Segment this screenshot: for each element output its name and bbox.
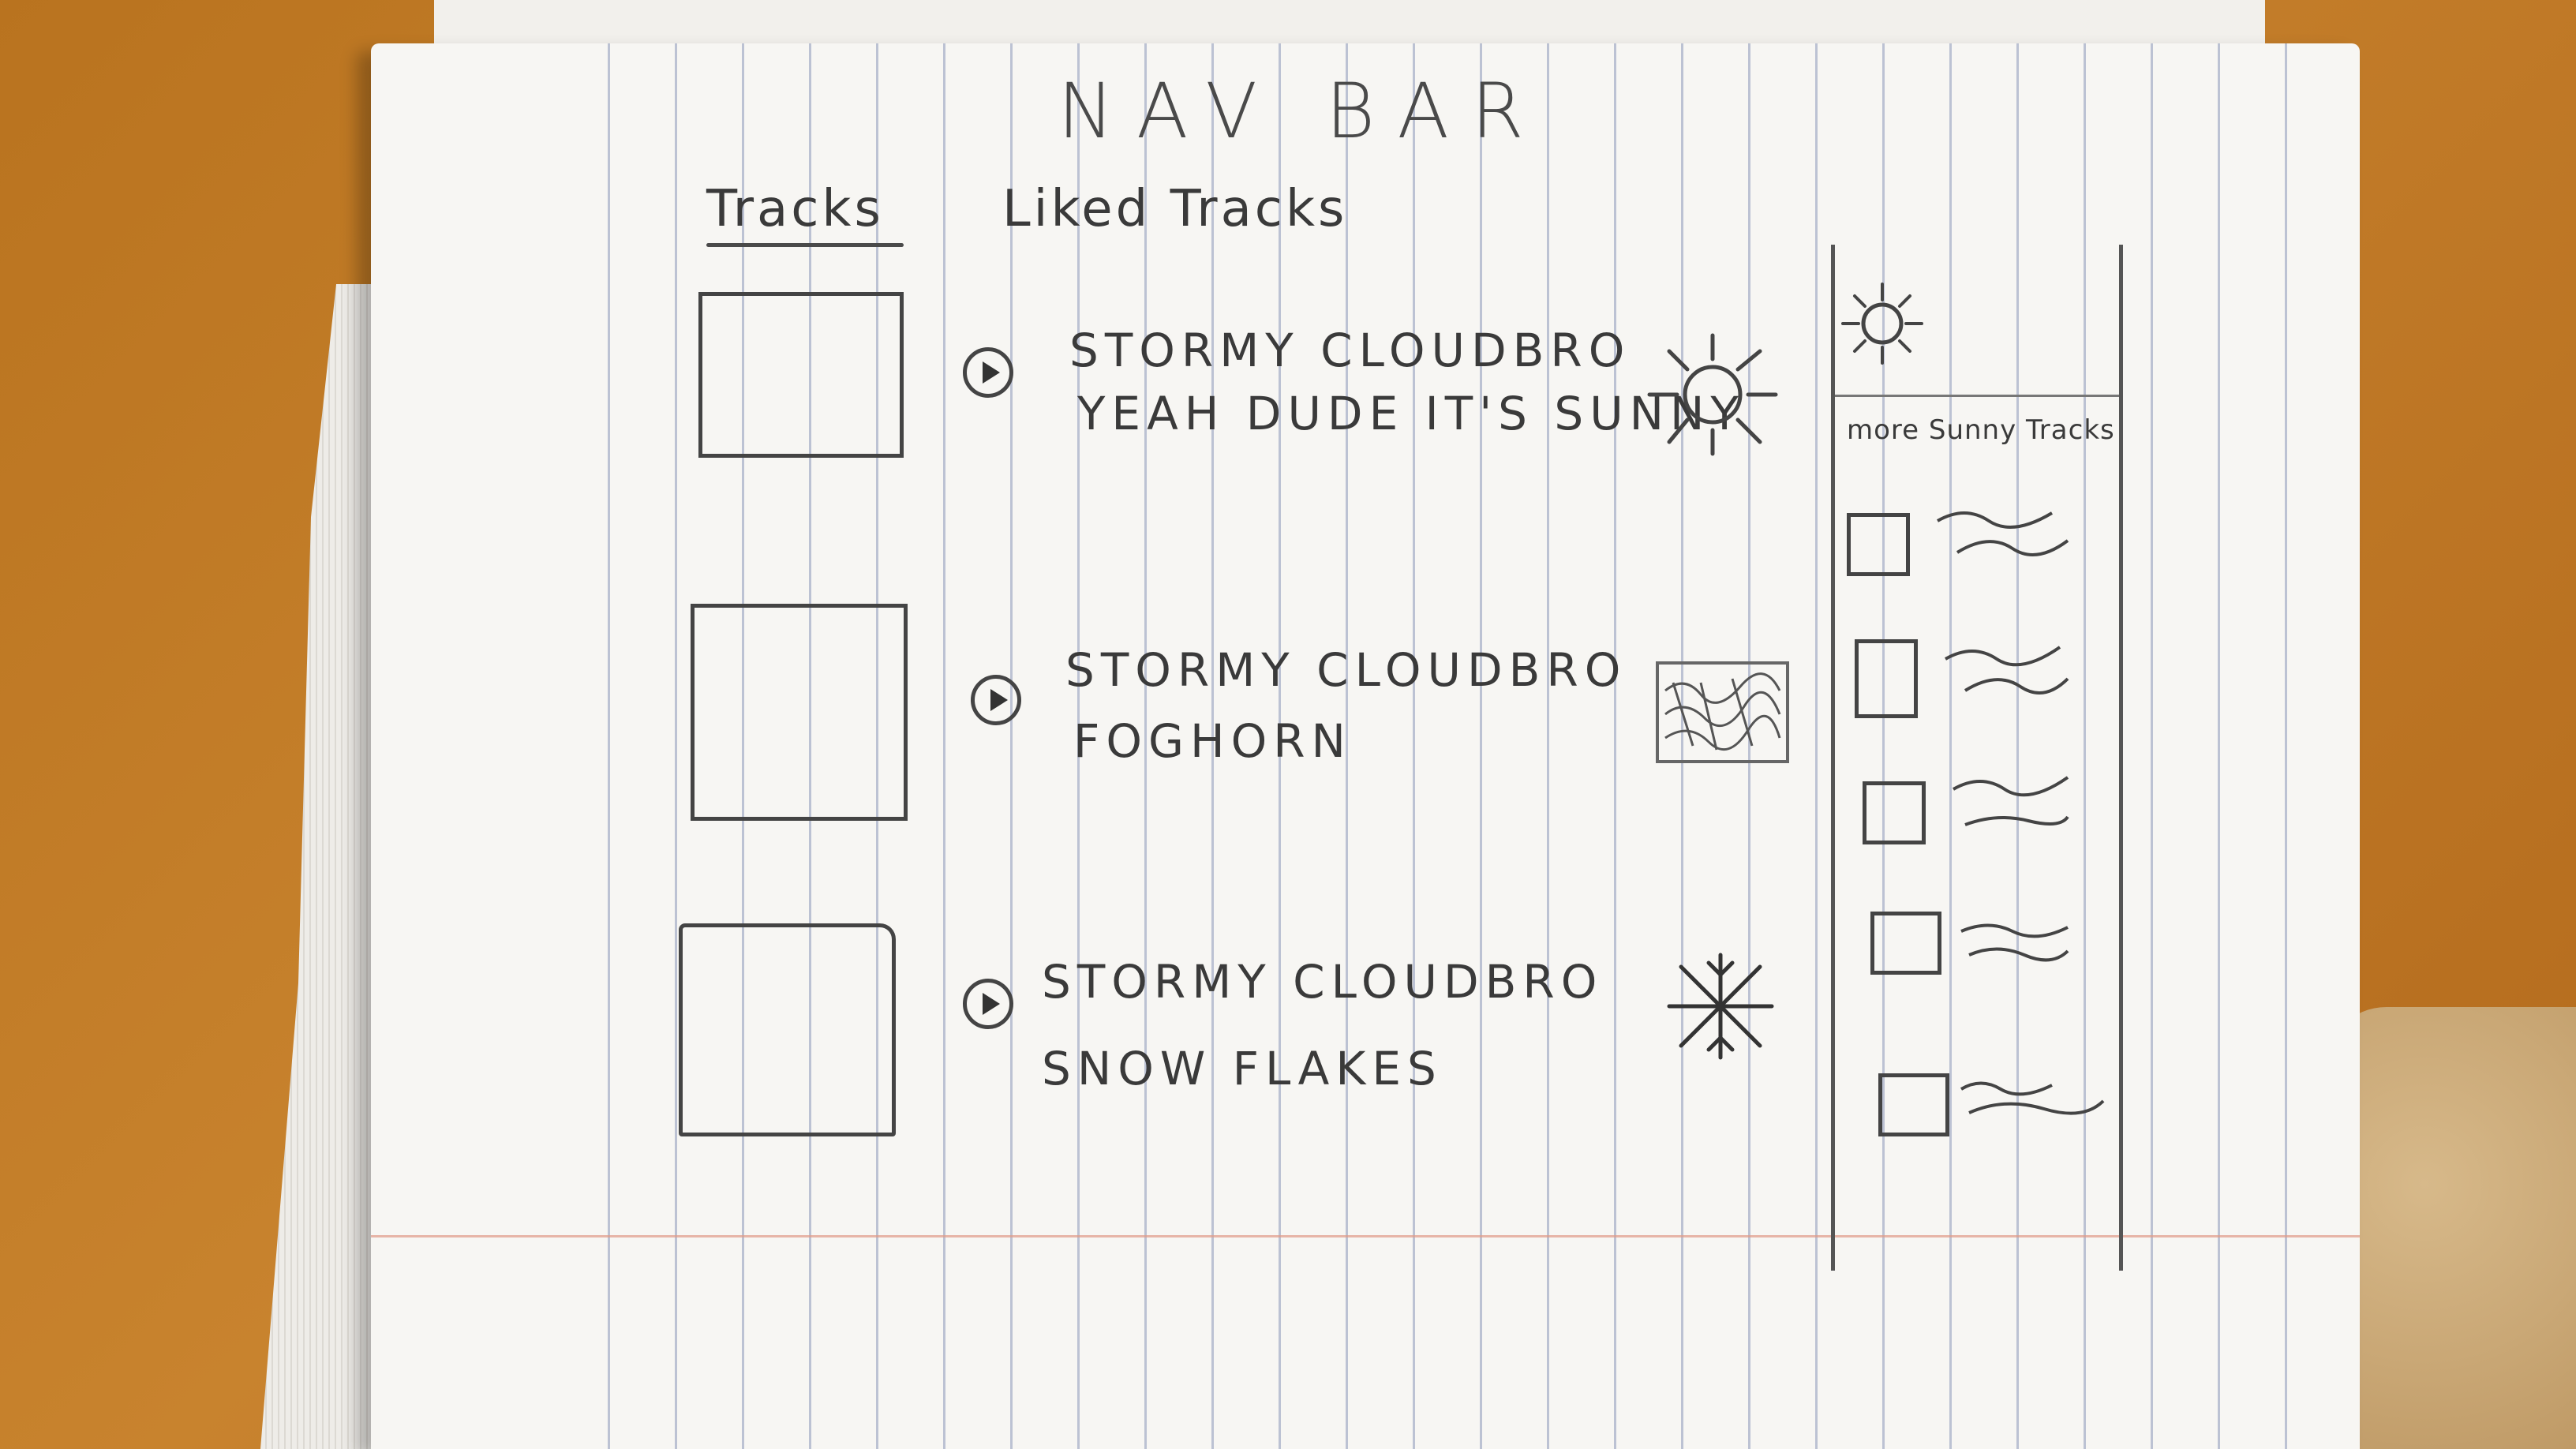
rule-line xyxy=(1815,43,1818,1449)
rule-line xyxy=(2084,43,2086,1449)
rule-line xyxy=(1211,43,1214,1449)
rule-line xyxy=(608,43,610,1449)
sidebar-panel xyxy=(1831,245,2123,1271)
sidebar-track-artwork[interactable] xyxy=(1870,912,1941,975)
track-title: SNOW FLAKES xyxy=(1042,1042,1443,1095)
track-title: YEAH DUDE IT'S SUNNY xyxy=(1077,387,1745,440)
track-artwork[interactable] xyxy=(679,923,896,1136)
rule-line xyxy=(2218,43,2220,1449)
track-artist: STORMY CLOUDBRO xyxy=(1065,643,1627,697)
rule-line xyxy=(1882,43,1885,1449)
sidebar-divider xyxy=(1835,395,2119,397)
rule-line xyxy=(1010,43,1013,1449)
rule-line xyxy=(2016,43,2019,1449)
play-button[interactable] xyxy=(963,979,1013,1029)
rule-line xyxy=(1279,43,1281,1449)
rule-line xyxy=(1480,43,1482,1449)
sidebar-track-text[interactable] xyxy=(1957,1065,2107,1129)
sun-icon xyxy=(1841,283,1923,365)
margin-line xyxy=(371,1235,2360,1237)
rule-line xyxy=(1144,43,1147,1449)
notebook-top-page xyxy=(434,0,2265,45)
sidebar-track-artwork[interactable] xyxy=(1855,639,1918,718)
rule-line xyxy=(675,43,677,1449)
sun-icon xyxy=(1647,333,1778,456)
carpet-background xyxy=(2323,1007,2576,1449)
sidebar-track-text[interactable] xyxy=(1957,908,2076,971)
nav-bar: NAV BAR xyxy=(1058,67,1546,155)
sidebar-track-text[interactable] xyxy=(1941,631,2076,710)
rule-line xyxy=(1077,43,1080,1449)
rule-line xyxy=(1614,43,1616,1449)
track-title: FOGHORN xyxy=(1073,714,1352,768)
rule-line xyxy=(809,43,811,1449)
sidebar-title: more Sunny Tracks xyxy=(1847,414,2115,446)
rule-line xyxy=(1413,43,1415,1449)
rule-line xyxy=(2285,43,2287,1449)
tab-liked-tracks[interactable]: Liked Tracks xyxy=(1002,180,1348,238)
snowflake-icon xyxy=(1667,953,1774,1060)
fog-icon xyxy=(1656,661,1789,763)
rule-line xyxy=(1949,43,1952,1449)
play-button[interactable] xyxy=(971,675,1021,725)
tab-tracks[interactable]: Tracks xyxy=(706,180,884,238)
rule-line xyxy=(1681,43,1683,1449)
rule-line xyxy=(2151,43,2153,1449)
track-artwork[interactable] xyxy=(698,292,904,458)
notebook-page xyxy=(371,43,2360,1449)
play-button[interactable] xyxy=(963,347,1013,398)
sidebar-track-text[interactable] xyxy=(1949,758,2076,837)
rule-line xyxy=(1748,43,1750,1449)
active-tab-underline xyxy=(706,243,904,247)
rule-line xyxy=(1346,43,1348,1449)
sidebar-track-artwork[interactable] xyxy=(1878,1073,1949,1136)
rule-line xyxy=(742,43,744,1449)
rule-line xyxy=(1547,43,1549,1449)
sidebar-track-artwork[interactable] xyxy=(1847,513,1910,576)
notebook-page-stack xyxy=(260,284,387,1449)
rule-line xyxy=(876,43,878,1449)
sidebar-track-artwork[interactable] xyxy=(1863,781,1926,844)
rule-line xyxy=(943,43,945,1449)
track-artist: STORMY CLOUDBRO xyxy=(1042,955,1604,1009)
track-artwork[interactable] xyxy=(691,604,908,821)
track-artist: STORMY CLOUDBRO xyxy=(1069,324,1631,377)
sidebar-track-text[interactable] xyxy=(1934,497,2076,568)
